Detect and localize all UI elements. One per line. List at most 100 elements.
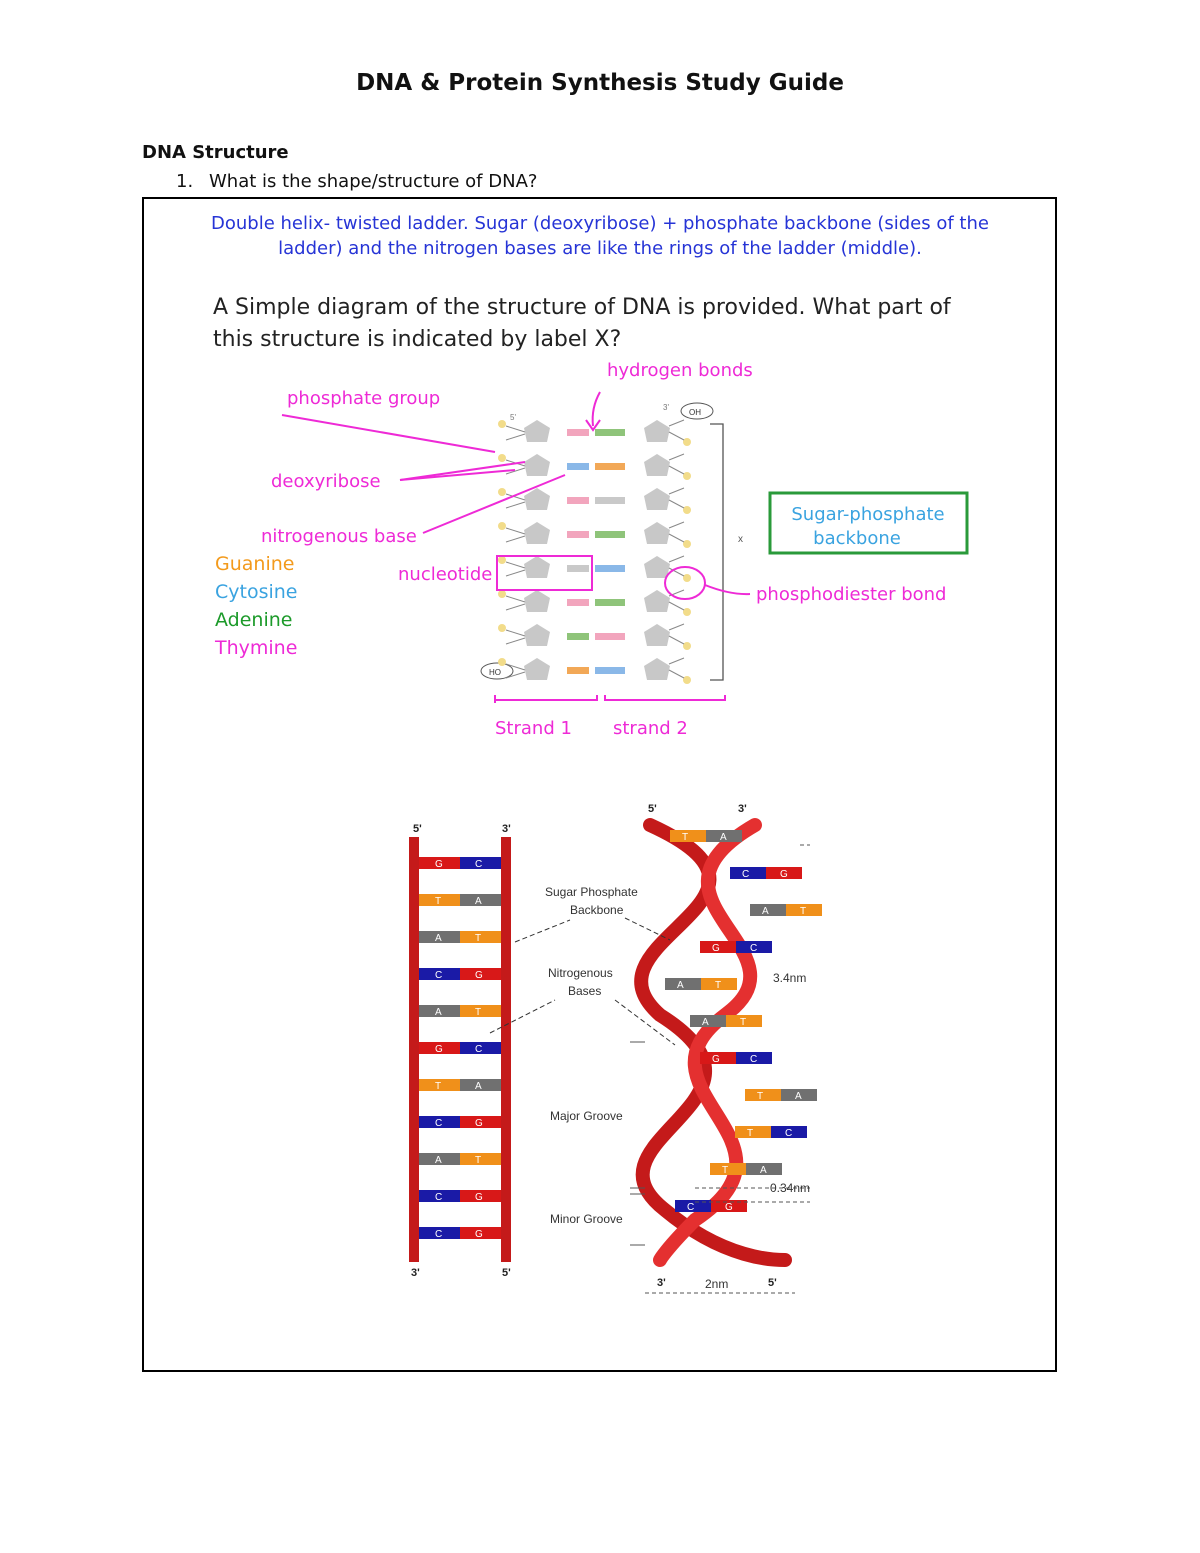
sugar-right (644, 590, 670, 612)
helix-base-letter-right: T (715, 980, 721, 991)
five-prime-left: 5' (510, 413, 516, 422)
pointer-backbone-helix (624, 917, 671, 941)
label-bases-1: Nitrogenous (548, 966, 613, 980)
ladder-base-left (419, 857, 460, 869)
helix-pitch-label: 3.4nm (773, 971, 806, 985)
diagram-prompt-line-1: A Simple diagram of the structure of DNA… (213, 295, 952, 320)
ladder-base-letter-left: C (435, 970, 442, 981)
helix-top-left: 5' (648, 803, 657, 815)
diagram-prompt-line-2: this structure is indicated by label X? (213, 327, 621, 352)
label-phosphodiester-bond: phosphodiester bond (756, 584, 946, 605)
phosphate-left (498, 488, 506, 496)
ladder-base-letter-right: C (475, 1044, 482, 1055)
helix-base-right (786, 904, 822, 916)
question-number: 1. (176, 171, 194, 192)
base-right (595, 565, 625, 572)
helix-base-letter-left: T (757, 1091, 763, 1102)
ladder-base-left (419, 1116, 460, 1128)
helix-base-letter-right: T (740, 1017, 746, 1028)
ladder-base-letter-right: G (475, 1118, 483, 1129)
sugar-right (644, 556, 670, 578)
helix-base-letter-right: C (750, 1054, 757, 1065)
label-backbone-1: Sugar Phosphate (545, 885, 638, 899)
dna-rungs (498, 419, 691, 684)
sugar-left (524, 624, 550, 646)
sugar-left (524, 420, 550, 442)
ladder-base-letter-left: T (435, 1081, 441, 1092)
phosphate-left (498, 454, 506, 462)
pointer-bases-helix (614, 999, 676, 1046)
ladder-base-letter-right: T (475, 1155, 481, 1166)
base-left (567, 463, 589, 470)
helix-base-letter-right: C (750, 943, 757, 954)
phosphate-left (498, 420, 506, 428)
phosphate-right (683, 438, 691, 446)
answer-line-1: Double helix- twisted ladder. Sugar (deo… (211, 213, 989, 234)
nucleotide-box (496, 555, 593, 591)
label-sugar-phosphate-1: Sugar-phosphate (791, 504, 944, 525)
sugar-left (524, 556, 550, 578)
helix-base-right (746, 1163, 782, 1175)
helix-base-left (710, 1163, 746, 1175)
helix-base-right (726, 1015, 762, 1027)
ladder-base-letter-right: A (475, 896, 482, 907)
backbone-link-right (668, 657, 685, 679)
label-sugar-phosphate-2: backbone (813, 528, 901, 549)
arrow-phosphodiester (704, 584, 751, 596)
ladder-base-left (419, 1005, 460, 1017)
ladder-base-left (419, 1227, 460, 1239)
helix-base-letter-left: C (687, 1202, 694, 1213)
oh-label: OH (689, 408, 701, 417)
phosphate-left (498, 522, 506, 530)
ladder-base-letter-left: C (435, 1192, 442, 1203)
sugar-left (524, 454, 550, 476)
helix-base-letter-left: G (712, 1054, 720, 1065)
ladder-base-letter-left: G (435, 1044, 443, 1055)
base-left (567, 633, 589, 640)
backbone-link-left (505, 663, 526, 679)
legend-thymine: Thymine (214, 637, 297, 659)
helix-base-letter-left: G (712, 943, 720, 954)
question-text: What is the shape/structure of DNA? (209, 171, 538, 192)
helix-base-right (701, 978, 737, 990)
helix-base-letter-right: A (795, 1091, 802, 1102)
sugar-right (644, 522, 670, 544)
helix-top-right: 3' (738, 803, 747, 815)
phosphate-right (683, 540, 691, 548)
backbone-link-right (668, 419, 685, 441)
legend-adenine: Adenine (215, 609, 292, 631)
ladder-base-right (460, 931, 501, 943)
ladder-base-right (460, 857, 501, 869)
strand-1-bracket (494, 695, 598, 703)
label-phosphate-group: phosphate group (287, 388, 440, 409)
ladder-base-letter-right: G (475, 970, 483, 981)
backbone-link-right (668, 555, 685, 577)
oh-cap (680, 402, 714, 420)
arrow-hydrogen-bonds (591, 391, 601, 427)
phosphodiester-circle (664, 566, 706, 600)
phosphate-right (683, 574, 691, 582)
legend-guanine: Guanine (215, 553, 294, 575)
ladder-base-left (419, 1190, 460, 1202)
helix-bottom-right: 5' (768, 1277, 777, 1289)
label-nucleotide: nucleotide (398, 564, 492, 585)
helix-strand-2 (653, 818, 762, 1267)
arrow-deoxyribose-1 (399, 469, 516, 481)
phosphate-right (683, 506, 691, 514)
sugar-left (524, 522, 550, 544)
phosphate-left (498, 658, 506, 666)
phosphate-left (498, 590, 506, 598)
helix-base-left (700, 941, 736, 953)
sugar-right (644, 488, 670, 510)
ladder-bottom-right: 5' (502, 1267, 511, 1279)
sugar-left (524, 488, 550, 510)
arrow-hydrogen-bonds-head (585, 419, 601, 432)
base-right (595, 531, 625, 538)
ladder-base-letter-right: C (475, 859, 482, 870)
ho-cap (480, 662, 514, 680)
arrow-nitrogenous-base (422, 474, 566, 534)
helix-base-letter-right: A (760, 1165, 767, 1176)
label-nitrogenous-base: nitrogenous base (261, 526, 417, 547)
